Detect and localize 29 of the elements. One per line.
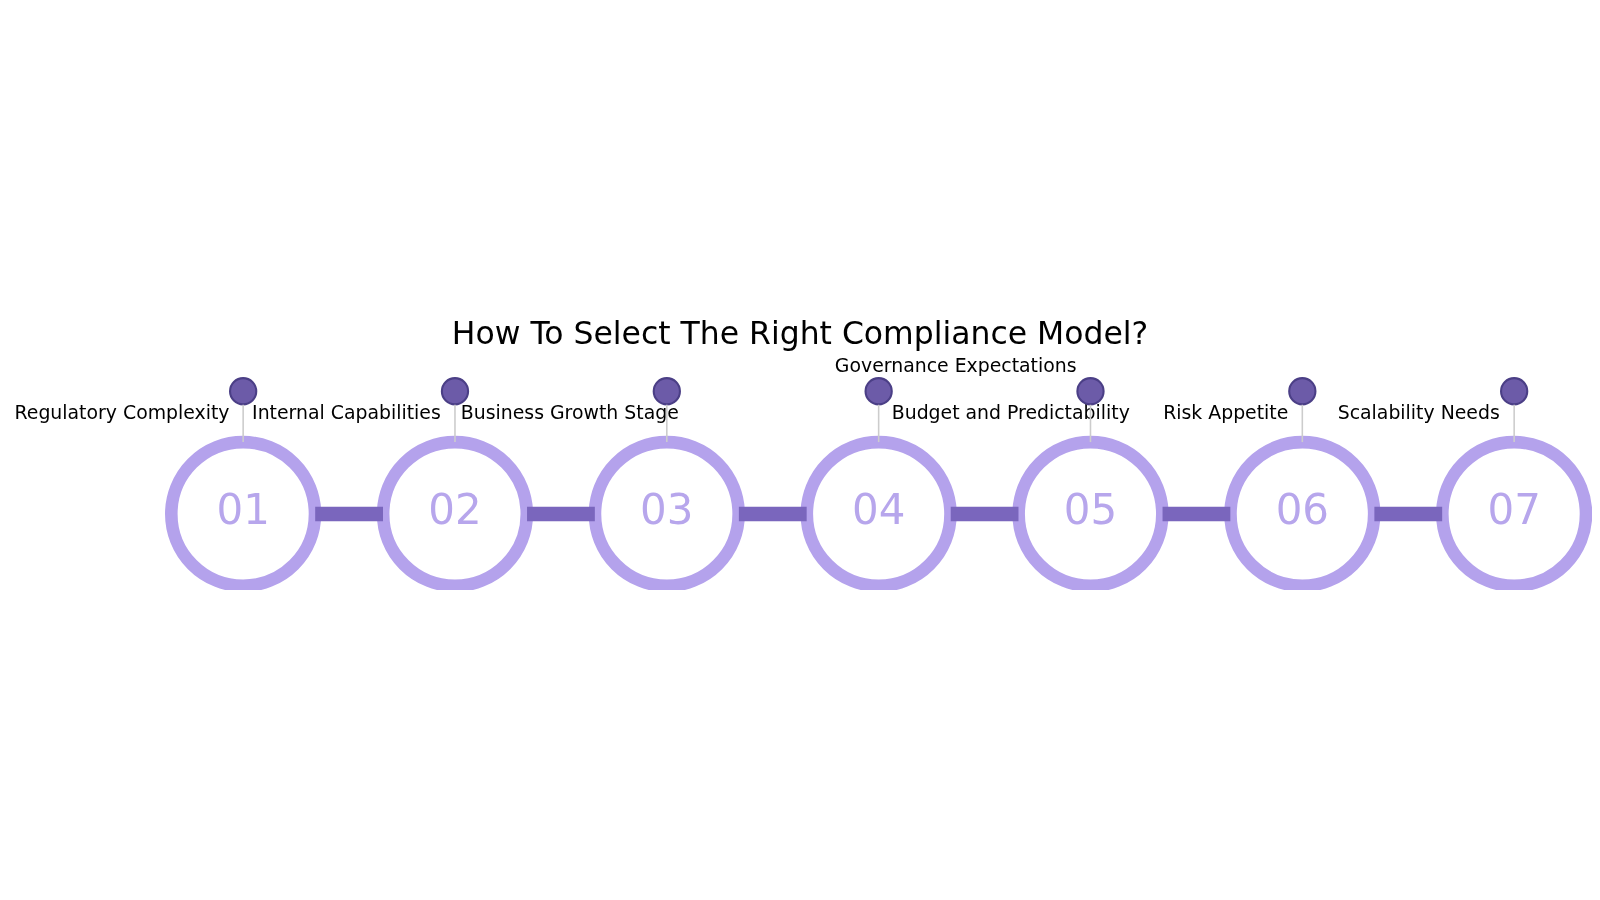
node-circle [440, 377, 470, 406]
diagram-title: How To Select The Right Compliance Model? [451, 314, 1149, 351]
node-circle: 07 [1436, 435, 1592, 590]
node-circle [1288, 377, 1317, 406]
node-circle: 05 [1012, 435, 1169, 590]
connector [242, 404, 244, 443]
node-circle [652, 377, 681, 406]
connector [666, 404, 668, 443]
connector [1089, 404, 1092, 443]
node-circle: 04 [800, 435, 957, 590]
node-circle [229, 377, 258, 406]
node-label: Internal Capabilities [252, 401, 441, 424]
node-circle [864, 377, 893, 406]
connector [1301, 404, 1304, 443]
node-label: Risk Appetite [1163, 401, 1289, 424]
node-label: Budget and Predictability [891, 401, 1130, 424]
node-label: Business Growth Stage [460, 401, 679, 424]
connector [877, 404, 880, 443]
node-circle: 06 [1224, 435, 1381, 590]
connector [1513, 404, 1515, 443]
node-circle [1500, 377, 1529, 406]
connector [454, 404, 456, 443]
node-label: Scalability Needs [1337, 401, 1500, 424]
node-circle [1076, 377, 1105, 406]
node-circle: 01 [165, 435, 322, 590]
node-label: Regulatory Complexity [14, 401, 230, 424]
node-label: Governance Expectations [834, 354, 1077, 377]
node-circle: 03 [588, 435, 745, 590]
node-circle: 02 [376, 435, 534, 590]
